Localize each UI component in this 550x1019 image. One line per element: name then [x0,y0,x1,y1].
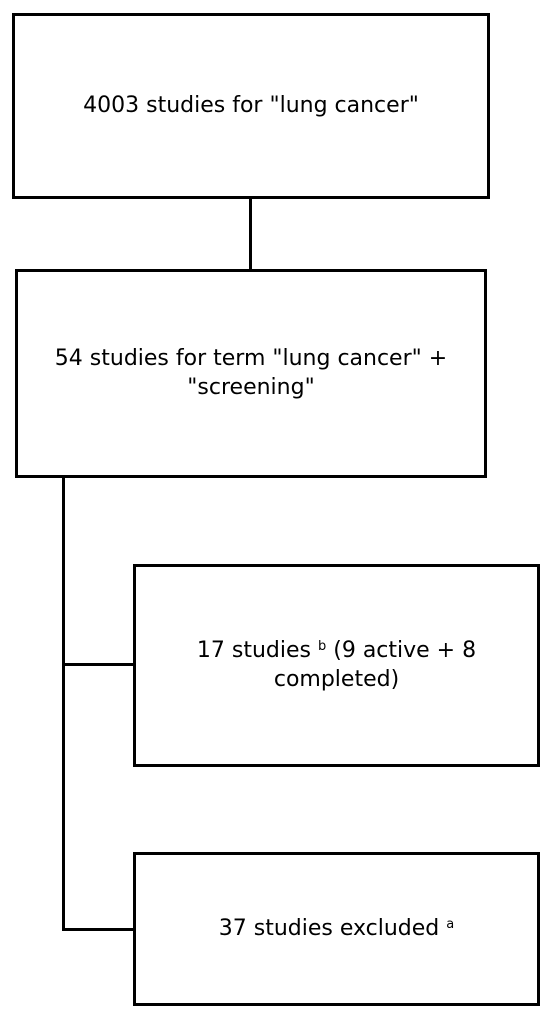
included-breakdown: (9 active + 8 completed) [273,637,477,692]
box-excluded-studies: 37 studies excluded a [133,852,540,1006]
connector-vertical-branch [62,478,65,931]
box-screening-studies-text: 54 studies for term "lung cancer" + "scr… [54,345,448,400]
box-included-studies: 17 studies b (9 active + 8 completed) [133,564,540,767]
connector-top-to-second [249,199,252,269]
footnote-a-marker: a [446,916,455,932]
box-total-studies: 4003 studies for "lung cancer" [12,13,490,199]
box-screening-studies: 54 studies for term "lung cancer" + "scr… [15,269,487,478]
footnote-b-marker: b [317,638,327,654]
included-count: 17 studies [196,637,311,663]
box-included-studies-text: 17 studies b (9 active + 8 completed) [176,637,497,694]
box-total-studies-text: 4003 studies for "lung cancer" [83,92,419,118]
connector-to-included [62,663,133,666]
box-excluded-studies-text: 37 studies excluded a [219,915,454,944]
connector-to-excluded [62,928,133,931]
excluded-count: 37 studies excluded [218,915,440,941]
